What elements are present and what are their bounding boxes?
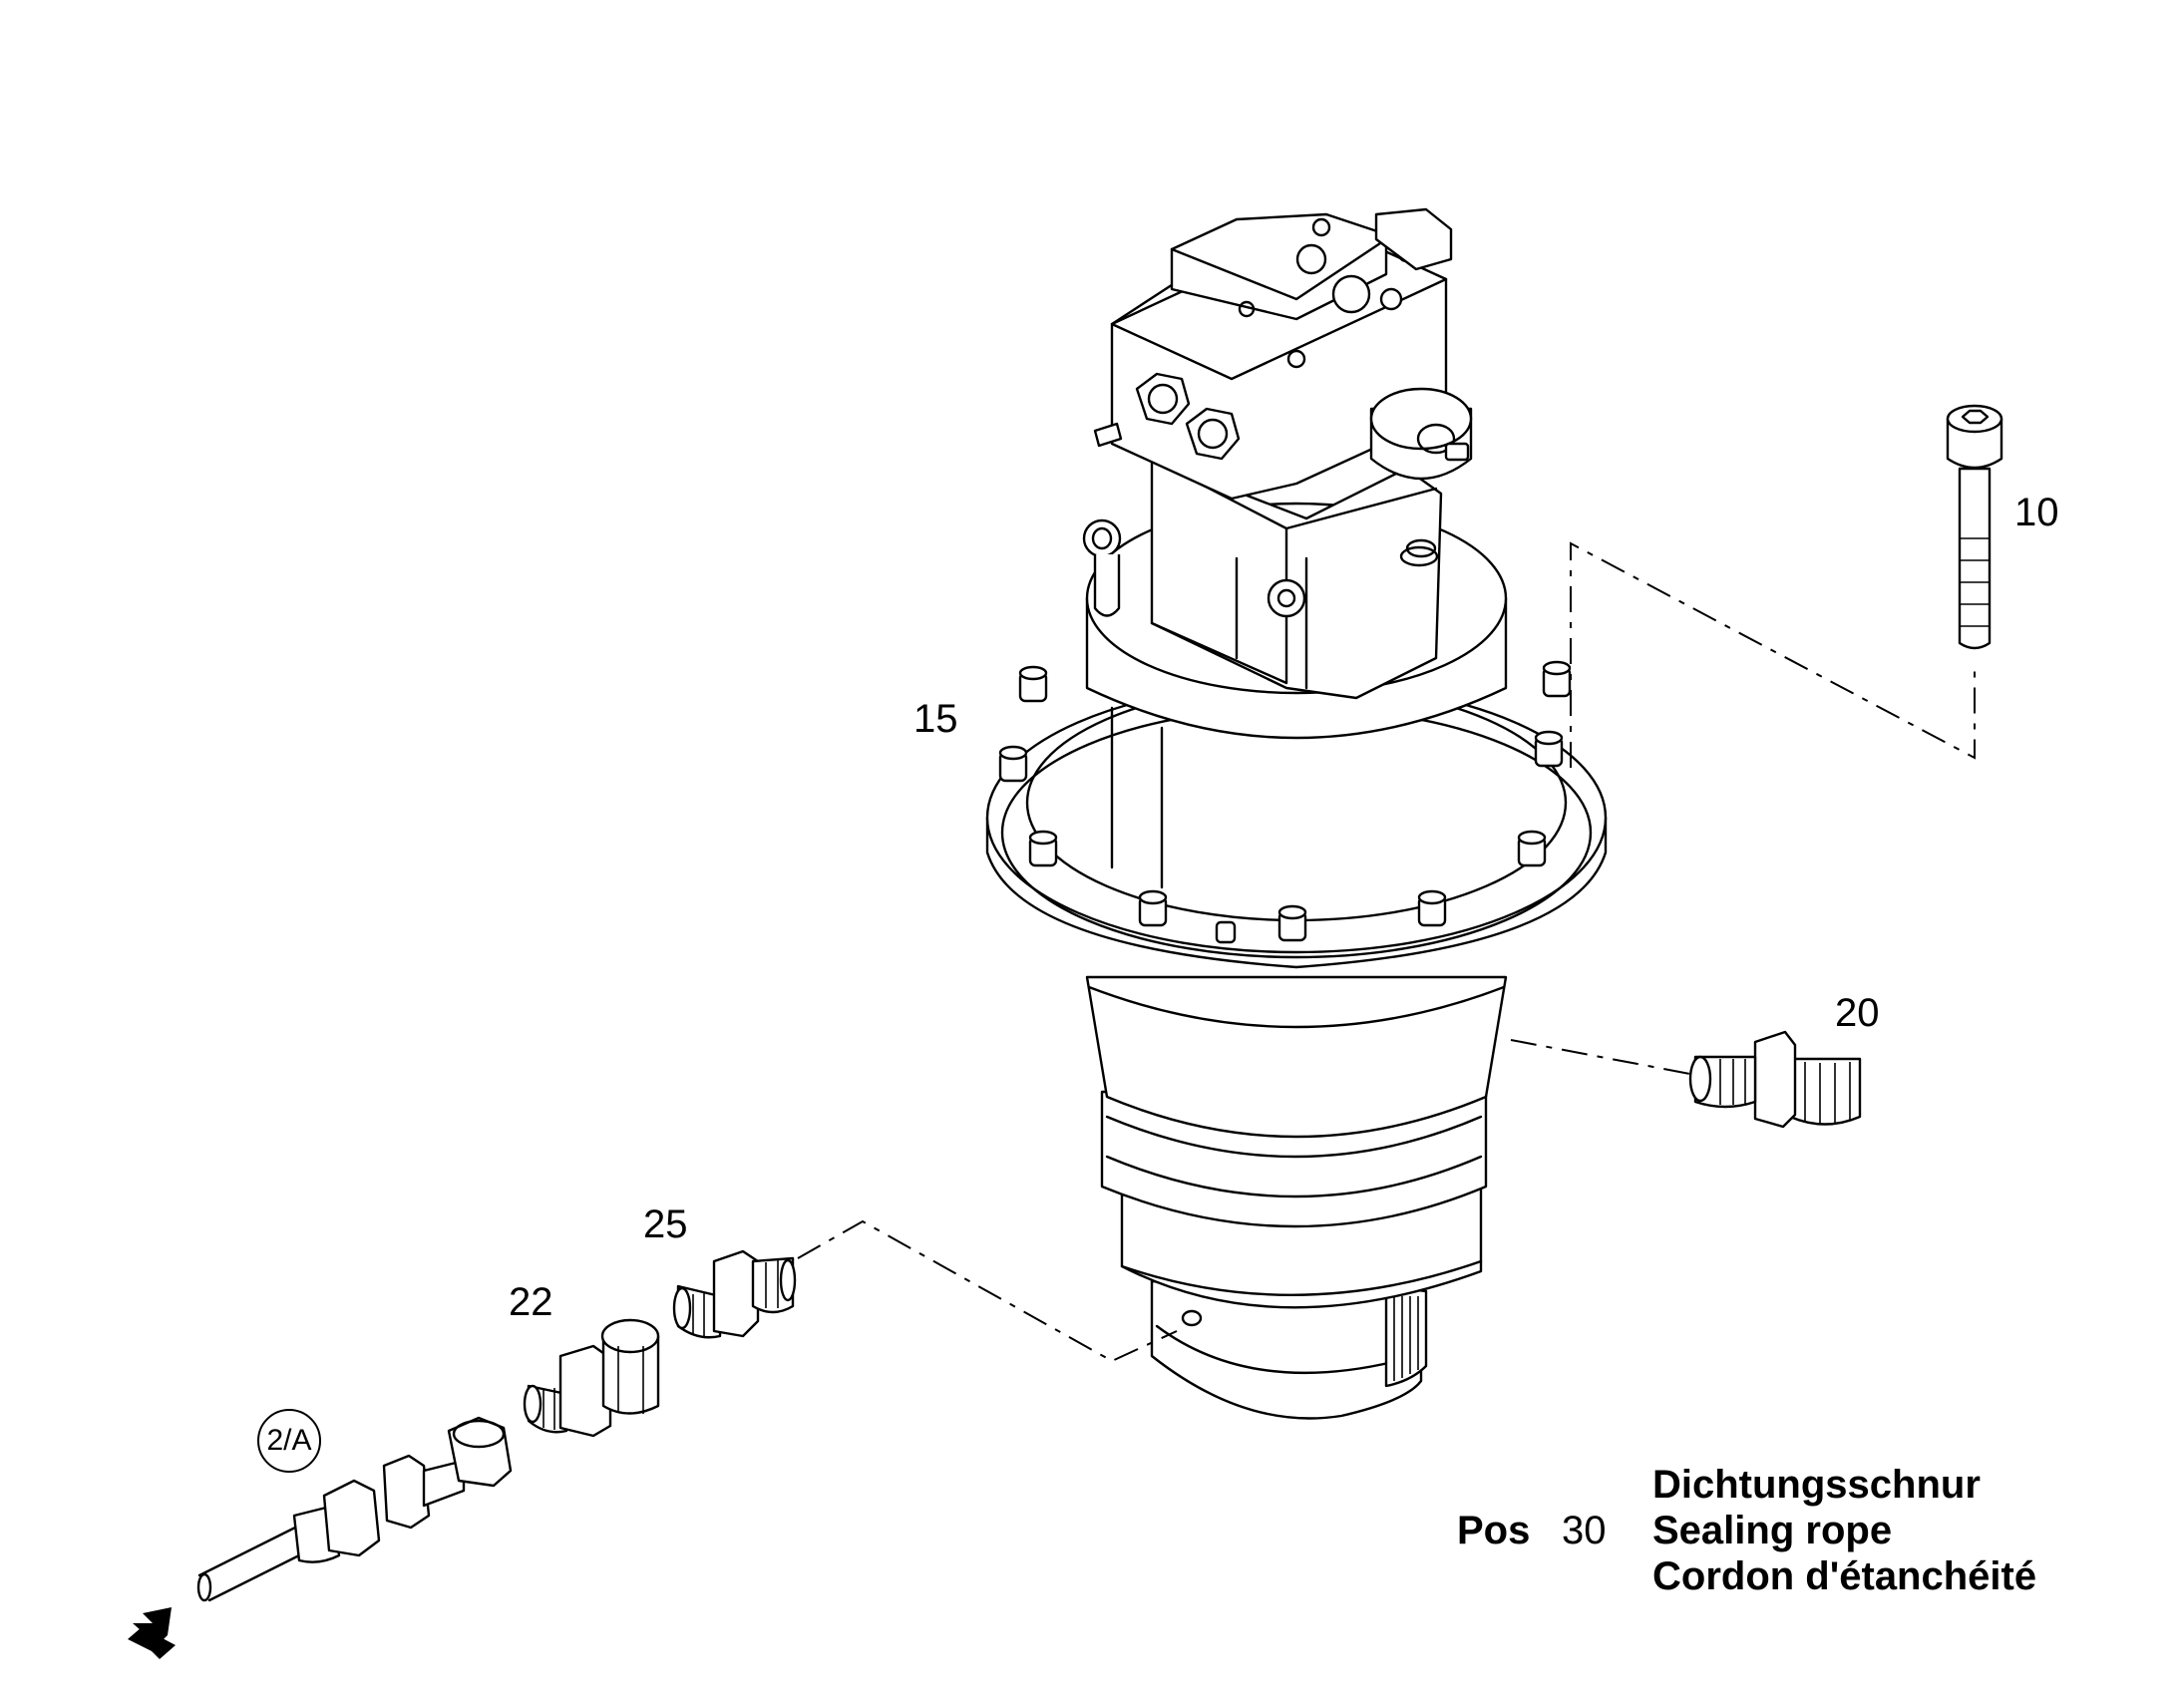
callout-22: 22 <box>509 1280 553 1324</box>
callout-25: 25 <box>643 1202 688 1246</box>
callout-20: 20 <box>1835 991 1880 1035</box>
union-fitting-22 <box>523 1318 660 1438</box>
reference-label: 2/A <box>266 1424 312 1457</box>
leader-lines <box>797 541 1976 1363</box>
direction-arrow-icon <box>133 1607 172 1645</box>
hose-assembly <box>196 1416 513 1602</box>
pos-number: 30 <box>1562 1509 1607 1552</box>
reference-marker-2a: 2/A <box>257 1409 321 1473</box>
callout-15: 15 <box>913 697 958 741</box>
description-en: Sealing rope <box>1652 1509 1893 1552</box>
cap-screw <box>1946 404 2003 650</box>
description-fr: Cordon d'étanchéité <box>1652 1554 2037 1598</box>
pos-label: Pos <box>1457 1509 1531 1552</box>
adapter-25 <box>672 1249 797 1339</box>
fitting-20 <box>1688 1030 1862 1129</box>
description-de: Dichtungsschnur <box>1652 1463 1981 1507</box>
callout-10: 10 <box>2014 491 2059 534</box>
travel-drive-assembly <box>985 207 1608 1420</box>
